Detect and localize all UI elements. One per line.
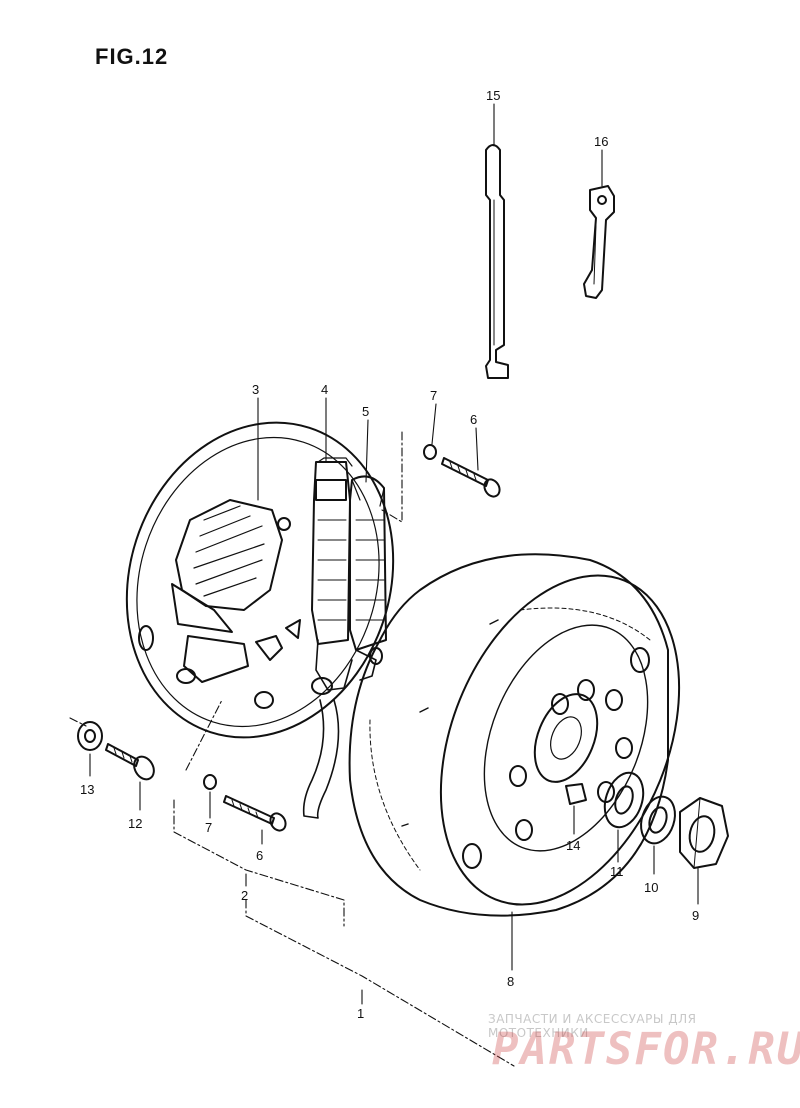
callout-13: 13 xyxy=(80,782,94,797)
callout-10: 10 xyxy=(644,880,658,895)
part-16-bracket xyxy=(583,185,615,299)
group-brackets xyxy=(69,431,515,1067)
callout-3: 3 xyxy=(252,382,259,397)
callout-15: 15 xyxy=(486,88,500,103)
part-6-screw-upper xyxy=(441,457,501,498)
wire-harness xyxy=(302,699,340,819)
part-8-flywheel-rotor xyxy=(348,553,681,917)
part-9-nut xyxy=(679,797,729,869)
ignition-coil xyxy=(171,499,283,683)
callout-6a: 6 xyxy=(470,412,477,427)
callout-labels: 15 16 3 4 5 7 6 13 12 7 6 14 11 10 9 8 2… xyxy=(80,88,699,1021)
figure-title: FIG.12 xyxy=(95,44,169,69)
part-4-5-charging-coils xyxy=(311,457,387,695)
callout-1: 1 xyxy=(357,1006,364,1021)
part-13-washer xyxy=(77,721,103,751)
part-6-screw-lower xyxy=(223,795,287,832)
part-7-washer-upper xyxy=(423,444,437,460)
callout-8: 8 xyxy=(507,974,514,989)
part-12-screw xyxy=(105,743,155,781)
callout-12: 12 xyxy=(128,816,142,831)
leader-lines xyxy=(89,103,699,1005)
callout-16: 16 xyxy=(594,134,608,149)
callout-7b: 7 xyxy=(205,820,212,835)
part-10-lock-washer xyxy=(640,795,676,845)
callout-6b: 6 xyxy=(256,848,263,863)
watermark-tagline: ЗАПЧАСТИ И АКСЕССУАРЫ ДЛЯ МОТОТЕХНИКИ xyxy=(488,1012,697,1040)
callout-7a: 7 xyxy=(430,388,437,403)
callout-2: 2 xyxy=(241,888,248,903)
part-15-rod xyxy=(485,144,509,379)
callout-4: 4 xyxy=(321,382,328,397)
part-11-washer xyxy=(603,771,645,829)
part-7-washer-lower xyxy=(203,774,217,790)
part-14-key xyxy=(565,783,587,805)
callout-14: 14 xyxy=(566,838,580,853)
watermark-brand: PARTSFOR.RU xyxy=(492,1024,800,1075)
callout-9: 9 xyxy=(692,908,699,923)
callout-11: 11 xyxy=(610,864,624,879)
callout-5: 5 xyxy=(362,404,369,419)
